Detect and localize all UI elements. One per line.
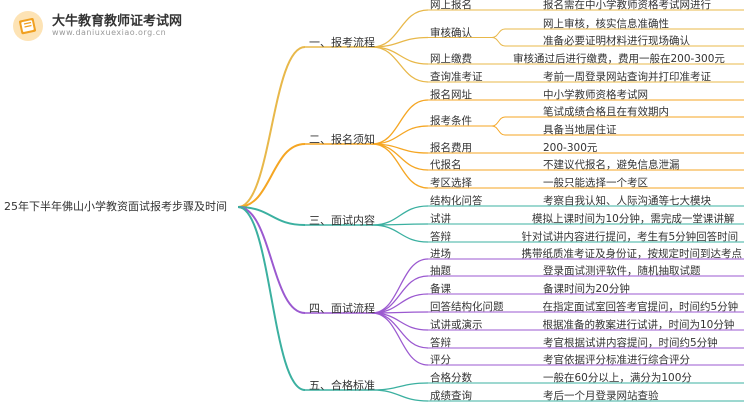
branch-label: 网上缴费 [430, 53, 472, 65]
branch-label: 成绩查询 [430, 390, 472, 402]
detail-text: 笔试成绩合格且在有效期内 [543, 106, 669, 118]
detail-text: 备课时间为20分钟 [543, 283, 630, 295]
connector-line [237, 46, 306, 208]
connector-line [491, 125, 506, 136]
connector-line [371, 143, 429, 189]
branch-label: 评分 [430, 354, 451, 366]
connector-line [371, 99, 429, 145]
branch-label: 查询准考证 [430, 71, 483, 83]
branch-label: 报名费用 [430, 142, 472, 154]
branch-label: 进场 [430, 248, 451, 260]
branch-label: 网上报名 [430, 0, 472, 11]
detail-text: 考察自我认知、人际沟通等七大模块 [543, 195, 711, 207]
branch-label: 试讲或演示 [430, 319, 483, 331]
detail-text: 模拟上课时间为10分钟，需完成一堂课讲解 [532, 213, 735, 225]
detail-text: 根据准备的教案进行试讲，时间为10分钟 [542, 319, 735, 331]
branch-label: 报名网址 [430, 89, 472, 101]
detail-text: 审核通过后进行缴费，费用一般在200-300元 [513, 53, 725, 65]
connector-line [371, 125, 429, 145]
branch-label: 抽题 [430, 265, 451, 277]
branch-label: 合格分数 [430, 372, 472, 384]
detail-text: 携带纸质准考证及身份证，按规定时间到达考点 [521, 248, 743, 260]
connector-line [491, 116, 506, 127]
logo-url: www.daniuxuexiao.org.cn [52, 28, 167, 37]
detail-text: 一般在60分以上，满分为100分 [543, 372, 692, 384]
branch-label: 考区选择 [430, 177, 472, 189]
logo: 大牛教育教师证考试网 www.daniuxuexiao.org.cn [4, 6, 204, 46]
detail-text: 考官依据评分标准进行综合评分 [543, 354, 690, 366]
connector-line [371, 9, 429, 48]
connector-line [237, 206, 306, 391]
connector-line [237, 206, 306, 314]
detail-text: 报名需在中小学教师资格考试网进行 [543, 0, 711, 11]
detail-text: 网上审核，核实信息准确性 [543, 18, 669, 30]
connector-line [371, 312, 429, 349]
connector-line [371, 46, 429, 65]
section-title: 二、报名须知 [309, 133, 375, 146]
connector-line [491, 37, 506, 47]
connector-line [371, 258, 429, 314]
branch-label: 答辩 [430, 337, 451, 349]
section-title: 三、面试内容 [309, 214, 375, 227]
connector-line [237, 206, 306, 226]
connector-line [371, 46, 429, 83]
branch-label: 代报名 [430, 159, 462, 171]
logo-title: 大牛教育教师证考试网 [52, 14, 183, 29]
detail-text: 考前一周登录网站查询并打印准考证 [543, 71, 711, 83]
detail-text: 200-300元 [543, 142, 598, 154]
detail-text: 考后一个月登录网站查验 [543, 390, 659, 402]
mindmap-root: 25年下半年佛山小学教资面试报考步骤及时间 [4, 200, 227, 213]
branch-label: 试讲 [430, 213, 451, 225]
branch-label: 备课 [430, 283, 451, 295]
detail-text: 准备必要证明材料进行现场确认 [543, 35, 690, 47]
connector-line [371, 224, 429, 243]
section-title: 四、面试流程 [309, 302, 375, 315]
detail-text: 不建议代报名，避免信息泄漏 [543, 159, 680, 171]
connector-line [491, 28, 506, 38]
detail-text: 在指定面试室回答考官提问，时间约5分钟 [542, 301, 739, 313]
connector-line [371, 312, 429, 366]
connector-line [371, 205, 429, 226]
detail-text: 考官根据试讲内容提问，时间约5分钟 [543, 337, 718, 349]
branch-label: 回答结构化问题 [430, 301, 504, 313]
connector-line [371, 382, 429, 391]
connector-line [371, 36, 429, 48]
section-title: 五、合格标准 [309, 379, 375, 392]
connector-line [371, 293, 429, 314]
branch-label: 报考条件 [430, 115, 472, 127]
branch-label: 结构化问答 [430, 195, 483, 207]
section-title: 一、报考流程 [309, 36, 375, 49]
detail-text: 具备当地居住证 [543, 124, 617, 136]
connector-line [371, 389, 429, 402]
detail-text: 针对试讲内容进行提问，考生有5分钟回答时间 [521, 231, 739, 243]
connector-line [237, 143, 306, 208]
detail-text: 一般只能选择一个考区 [543, 177, 648, 189]
book-icon [13, 11, 43, 41]
detail-text: 中小学教师资格考试网 [543, 89, 648, 101]
detail-text: 登录面试测评软件，随机抽取试题 [543, 265, 701, 277]
branch-label: 审核确认 [430, 26, 472, 39]
branch-label: 答辩 [430, 231, 451, 243]
